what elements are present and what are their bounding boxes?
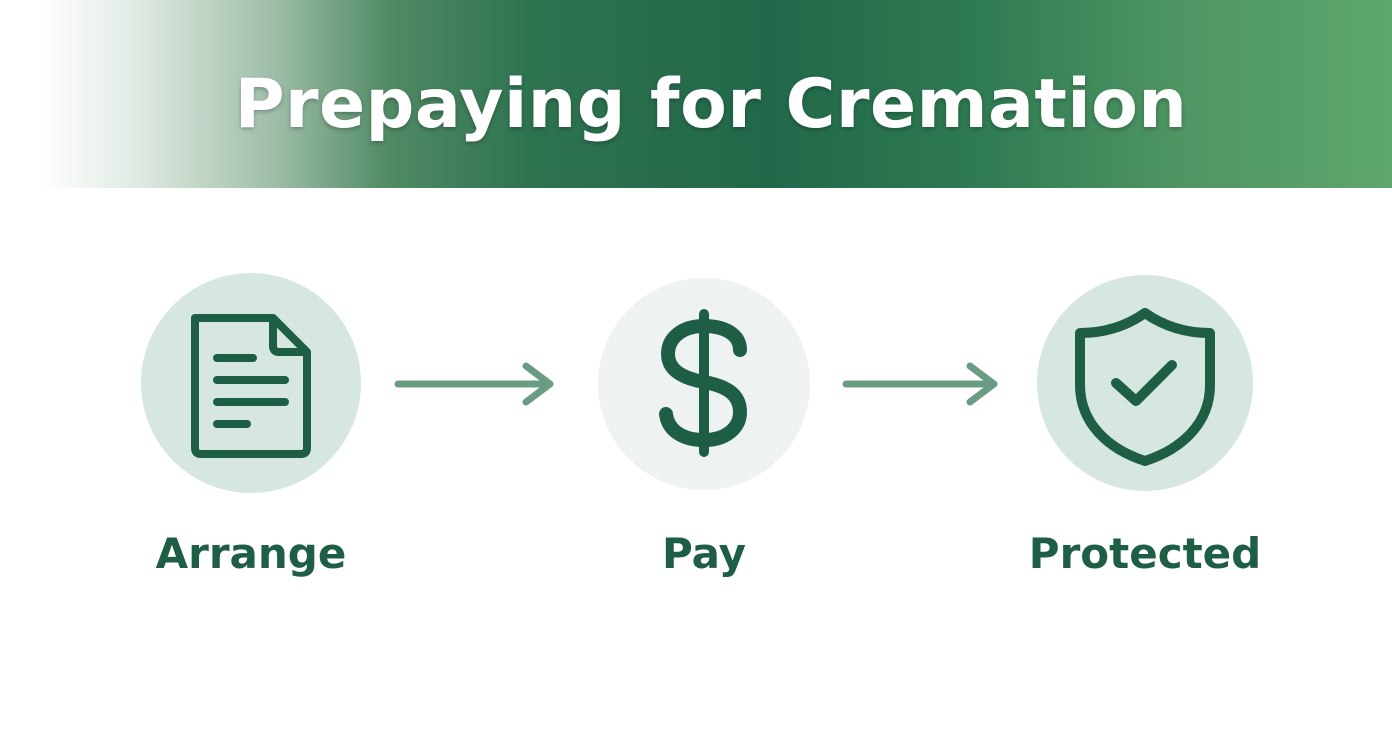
arrow-right-icon (394, 362, 554, 406)
shield-check-icon (1075, 308, 1215, 466)
page-title: Prepaying for Cremation (234, 65, 1188, 144)
document-icon (191, 314, 311, 458)
arrow-right-icon (842, 362, 998, 406)
dollar-icon (659, 309, 748, 457)
header-banner: Prepaying for Cremation (0, 0, 1392, 188)
step-label-pay: Pay (661, 529, 747, 578)
step-label-protected: Protected (1028, 529, 1262, 578)
step-label-arrange: Arrange (155, 529, 347, 578)
